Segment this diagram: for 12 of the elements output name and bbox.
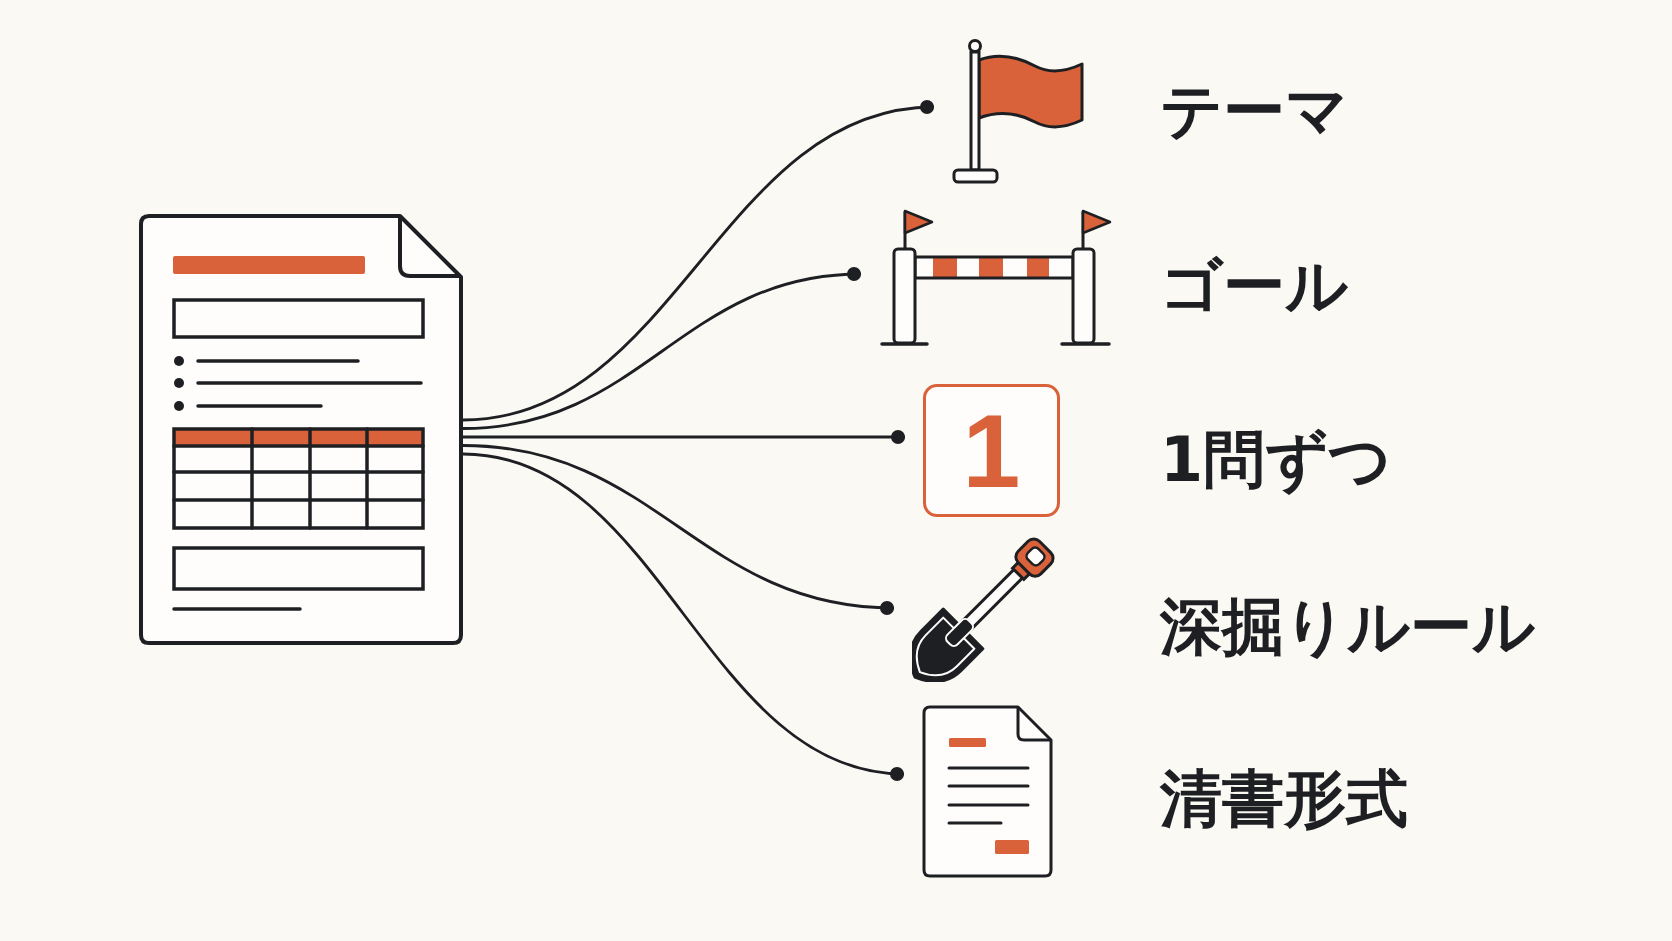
- item-label: 1問ずつ: [1160, 423, 1392, 496]
- item-label: 深掘りルール: [1160, 591, 1535, 663]
- number-tile: 1: [923, 384, 1060, 517]
- connector-line: [462, 452, 905, 781]
- connector-line: [462, 100, 935, 422]
- connector-line: [462, 444, 895, 615]
- item-label: テーマ: [1160, 75, 1348, 147]
- document-icon: [139, 214, 463, 645]
- item-label: ゴール: [1160, 250, 1348, 322]
- connector-line: [462, 267, 862, 430]
- item-label: 清書形式: [1160, 762, 1408, 835]
- connector-line: [463, 430, 905, 444]
